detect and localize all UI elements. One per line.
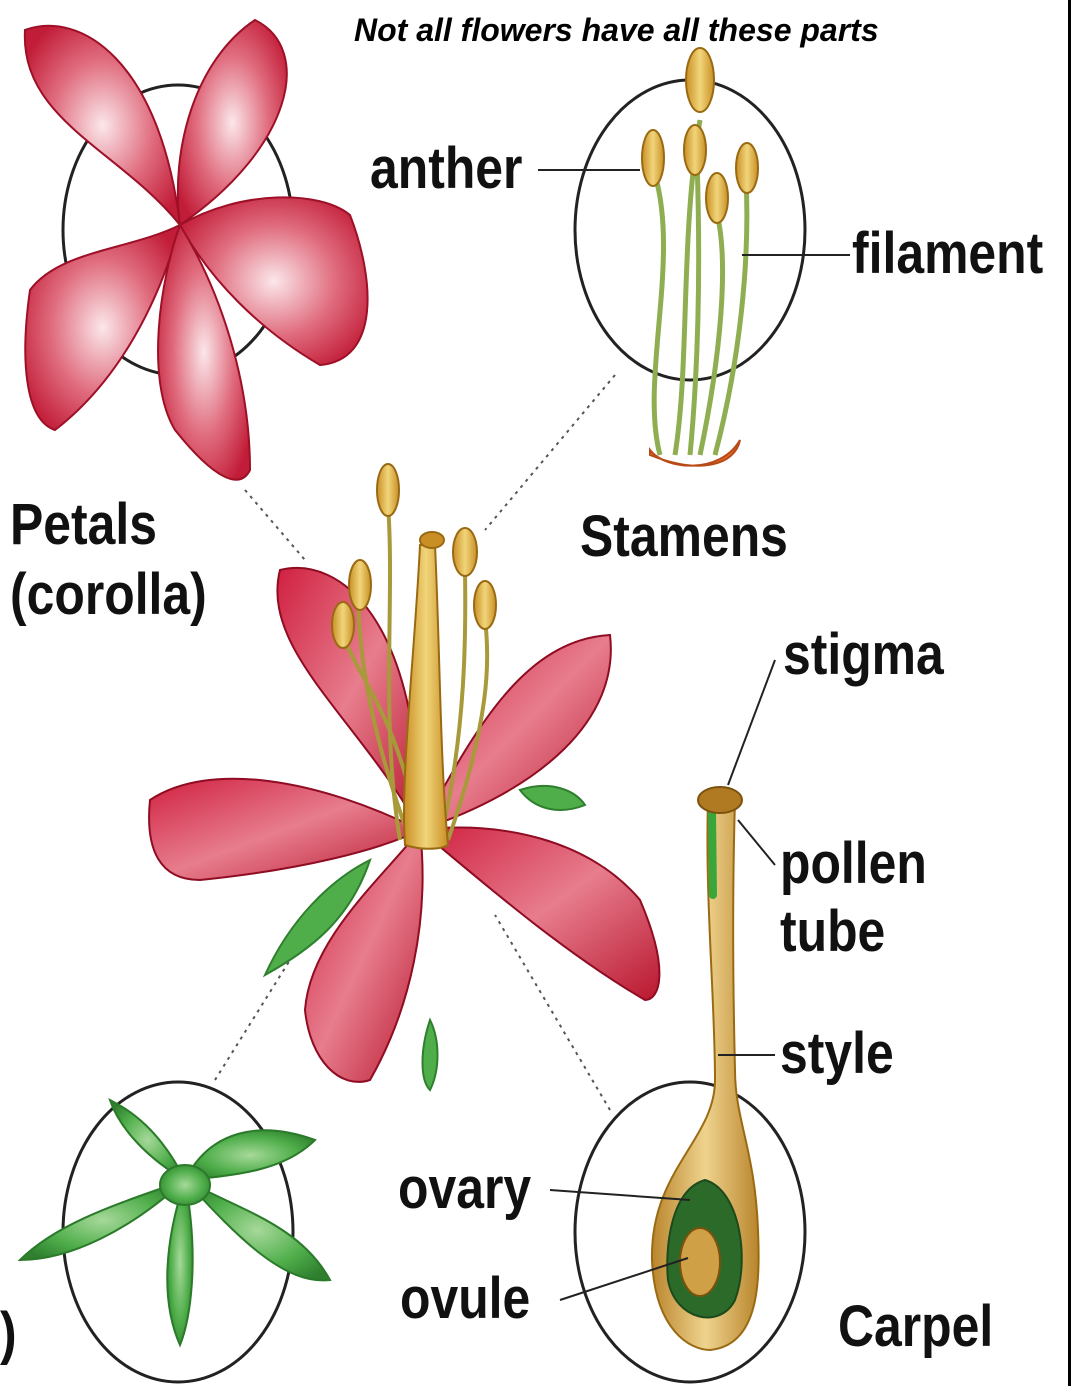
main-flower-stigma bbox=[420, 532, 444, 548]
page-title: Not all flowers have all these parts bbox=[354, 12, 879, 49]
leader-lines bbox=[538, 170, 850, 1300]
label-stamens: Stamens bbox=[580, 508, 788, 566]
stamen-base bbox=[650, 440, 740, 466]
label-filament: filament bbox=[852, 225, 1043, 283]
main-flower-pistil bbox=[404, 545, 448, 849]
stigma-top bbox=[698, 787, 742, 813]
detached-petals bbox=[25, 20, 368, 480]
label-stigma: stigma bbox=[783, 626, 944, 684]
label-pollen: pollen bbox=[780, 835, 927, 893]
label-tube: tube bbox=[780, 903, 885, 961]
label-corolla: (corolla) bbox=[10, 566, 207, 624]
ovule-shape bbox=[680, 1228, 720, 1296]
label-petals: Petals bbox=[10, 496, 157, 554]
label-ovary: ovary bbox=[398, 1160, 531, 1218]
label-sepals-fragment: ) bbox=[0, 1305, 17, 1363]
label-ovule: ovule bbox=[400, 1270, 530, 1328]
label-carpel: Carpel bbox=[838, 1298, 993, 1356]
label-style: style bbox=[780, 1025, 894, 1083]
pollen-tube-mark bbox=[712, 810, 713, 895]
label-anther: anther bbox=[370, 140, 522, 198]
sepals bbox=[20, 1100, 330, 1345]
